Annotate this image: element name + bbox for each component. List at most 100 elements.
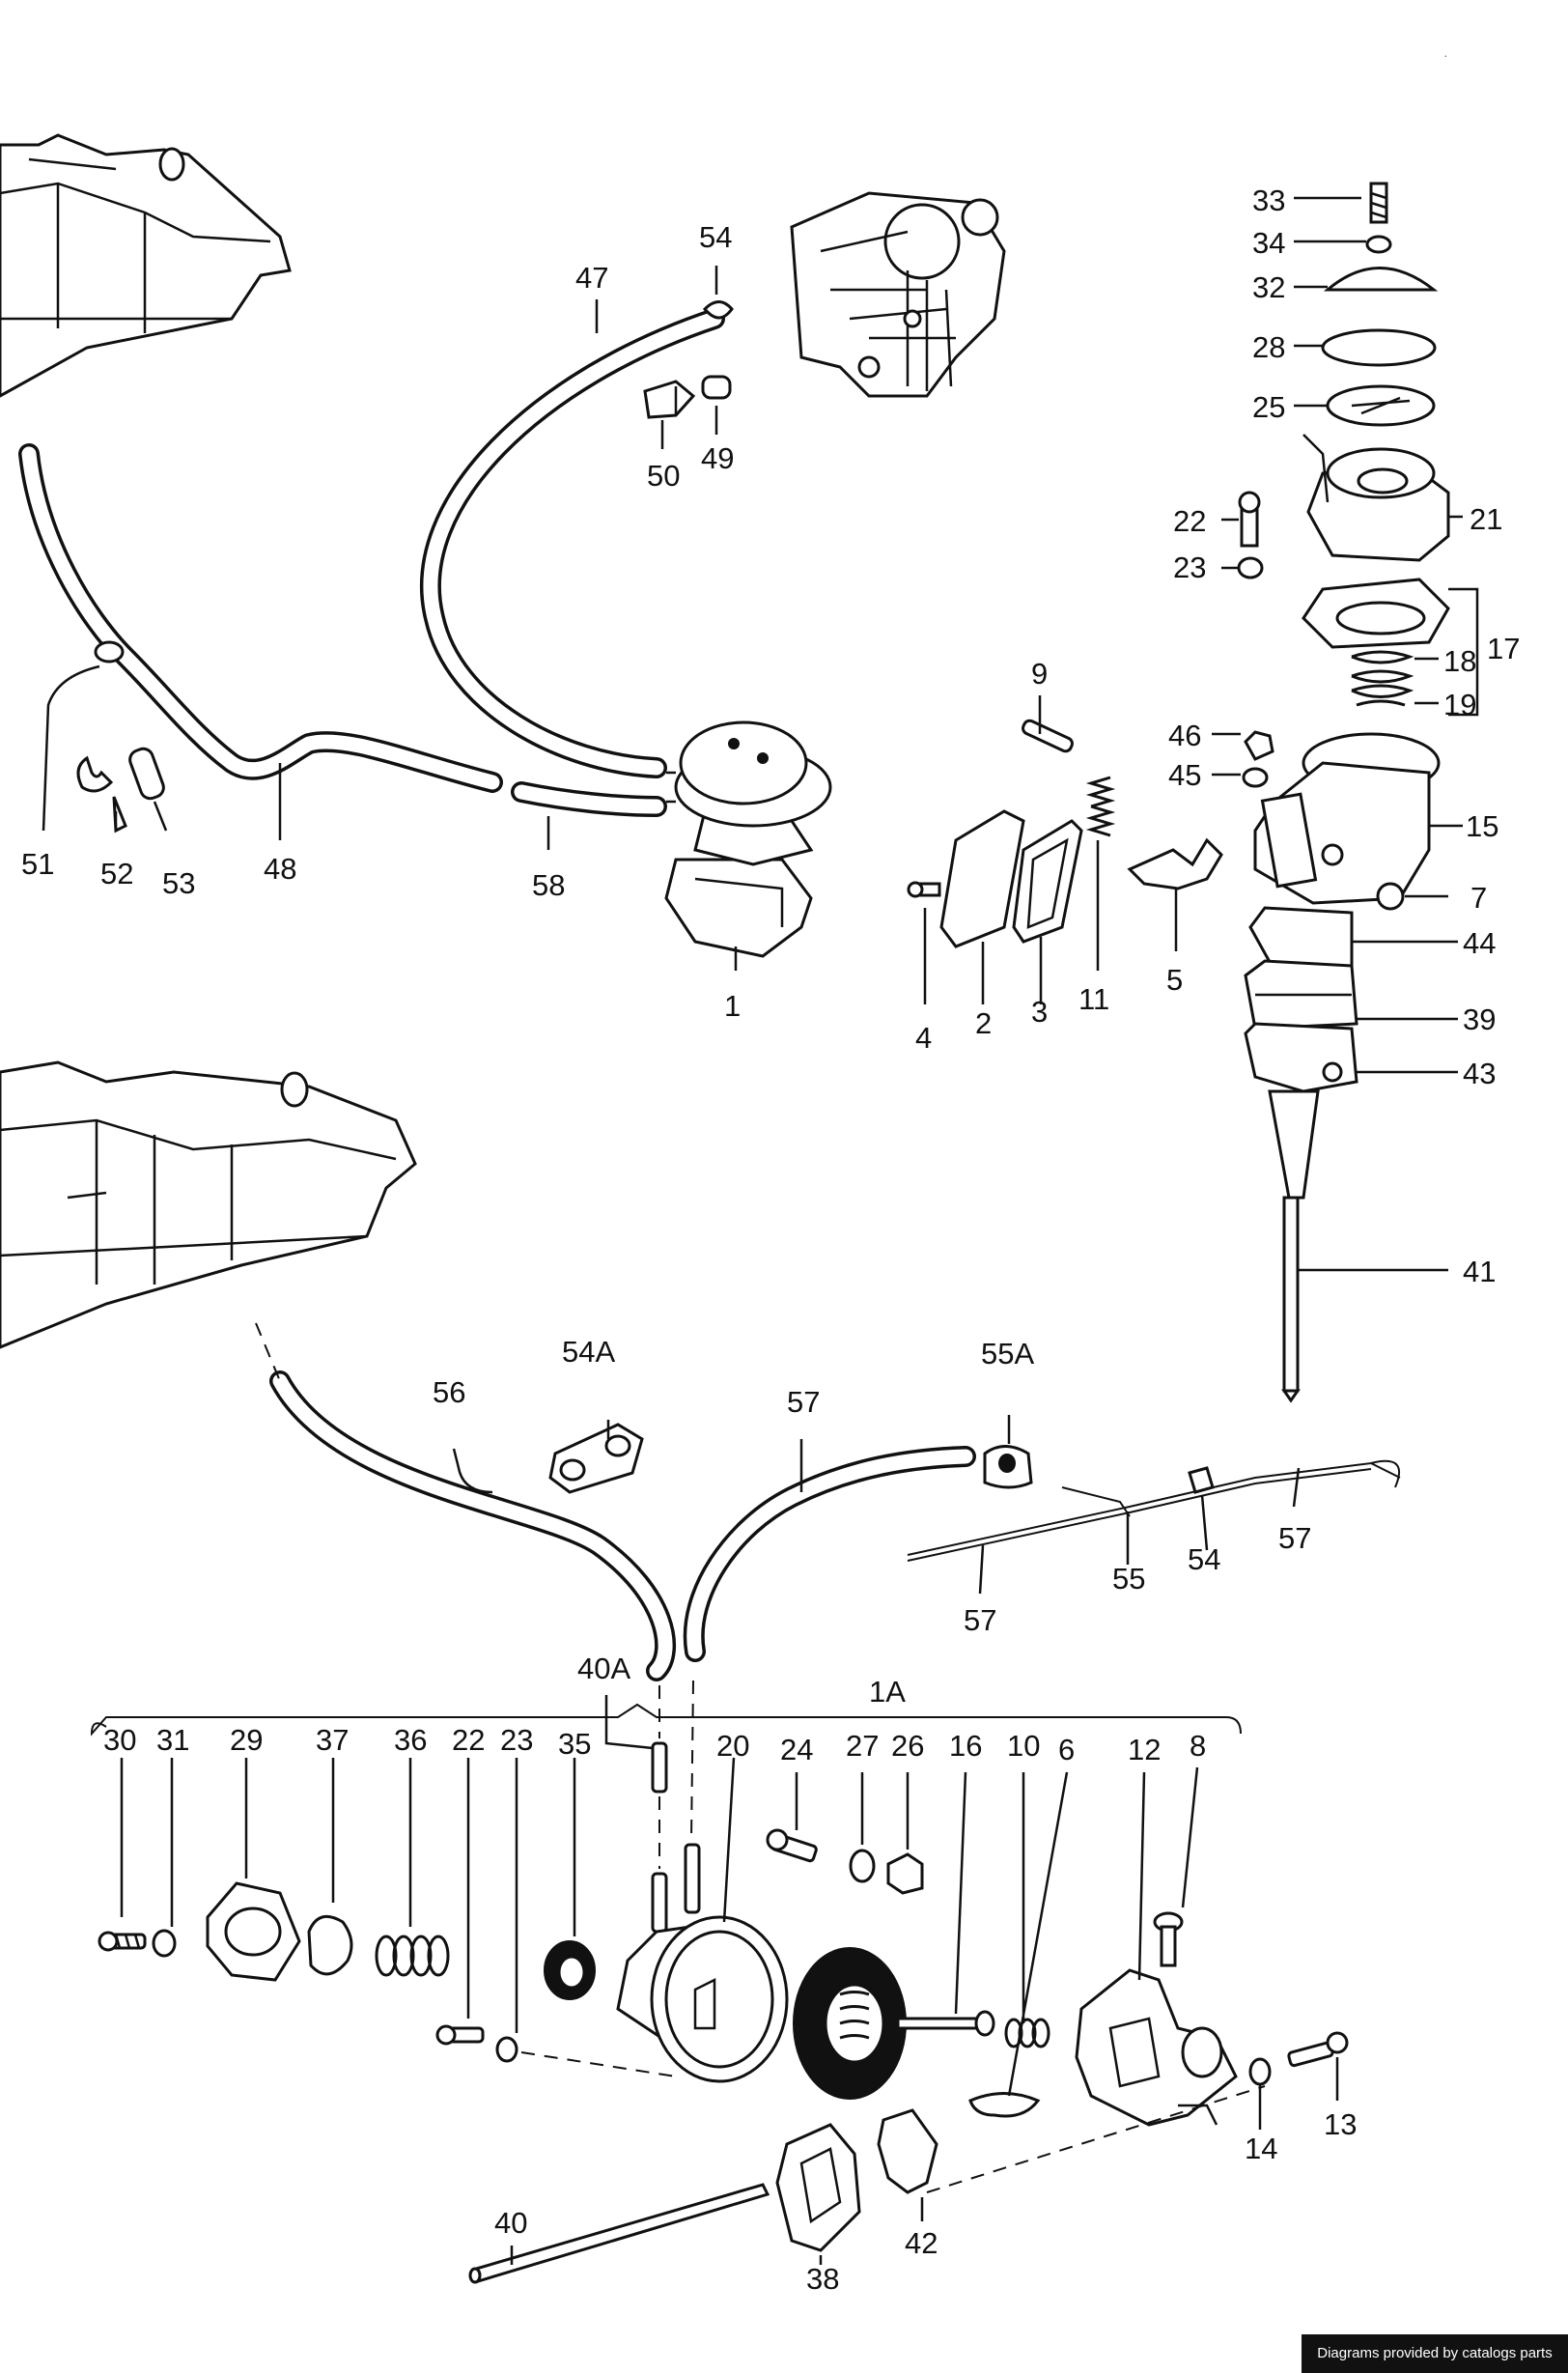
label-10: 10 (1007, 1729, 1040, 1763)
housing-21 (1302, 434, 1450, 562)
part-labels: 33 34 32 28 25 22 21 23 17 18 19 46 45 1… (21, 184, 1520, 2296)
lever-5 (1127, 837, 1223, 890)
label-56: 56 (433, 1375, 465, 1409)
label-55A: 55A (981, 1337, 1034, 1370)
label-40A: 40A (577, 1652, 630, 1685)
bolt-33 (1369, 182, 1388, 224)
spring-10 (1004, 2018, 1050, 2048)
cover-29 (206, 1881, 301, 1982)
gasket-17 (1302, 578, 1450, 649)
label-1: 1 (724, 989, 741, 1023)
diaphragm-16 (793, 1947, 995, 2100)
washer-31 (152, 1929, 177, 1958)
plug-26 (886, 1852, 924, 1895)
label-47: 47 (575, 261, 608, 295)
part-50 (643, 380, 696, 419)
bolt-4 (907, 881, 941, 898)
valve-35 (544, 1940, 596, 2000)
pin-9 (1022, 719, 1074, 753)
label-42: 42 (905, 2226, 938, 2260)
label-23-bottom: 23 (500, 1723, 533, 1757)
base-43 (1244, 1022, 1358, 1093)
label-45: 45 (1168, 758, 1201, 792)
housing-12 (1075, 1968, 1238, 2127)
label-33: 33 (1252, 184, 1285, 217)
fuel-tank-lower (0, 1060, 417, 1349)
nut-7 (1376, 882, 1405, 911)
label-38: 38 (806, 2262, 839, 2296)
label-44: 44 (1463, 926, 1496, 960)
label-14: 14 (1245, 2132, 1277, 2165)
label-41: 41 (1463, 1255, 1496, 1288)
label-19: 19 (1443, 688, 1476, 721)
washer-23 (1237, 556, 1264, 579)
label-16: 16 (949, 1729, 982, 1763)
label-36: 36 (394, 1723, 427, 1757)
label-9: 9 (1031, 657, 1048, 691)
label-54-bottom: 54 (1188, 1542, 1220, 1576)
gasket-3 (1012, 819, 1083, 944)
label-58: 58 (532, 868, 565, 902)
bracket-1A (90, 1703, 1242, 1737)
label-25: 25 (1252, 390, 1285, 424)
label-6: 6 (1058, 1733, 1075, 1766)
sleeve-53 (128, 747, 165, 801)
screw-22-lower (435, 2024, 485, 2046)
label-50: 50 (647, 459, 680, 493)
pump-body-20 (616, 1915, 789, 2083)
cover-32 (1323, 267, 1439, 292)
plate-2 (939, 809, 1025, 948)
rod-40 (468, 2183, 770, 2284)
washer-34 (1365, 235, 1392, 254)
fuel-tank-upper (0, 133, 292, 398)
washer-27 (849, 1849, 876, 1883)
washer-23-lower (495, 2036, 518, 2063)
fuel-pump-1 (664, 720, 832, 958)
label-23-top: 23 (1173, 551, 1206, 584)
label-53: 53 (162, 866, 195, 900)
carburetor (790, 191, 1006, 398)
nut-46 (1244, 730, 1274, 761)
label-13: 13 (1324, 2107, 1357, 2141)
clip-54 (1188, 1466, 1215, 1494)
label-39: 39 (1463, 1003, 1496, 1036)
screw-24 (766, 1828, 818, 1863)
gasket-38 (775, 2123, 861, 2252)
label-26: 26 (891, 1729, 924, 1763)
label-57-top: 57 (787, 1385, 820, 1419)
label-55: 55 (1112, 1562, 1145, 1596)
label-2: 2 (975, 1006, 992, 1040)
label-30: 30 (103, 1723, 136, 1757)
label-21: 21 (1470, 502, 1502, 536)
pump-body-15 (1253, 732, 1441, 905)
label-52: 52 (100, 857, 133, 890)
label-3: 3 (1031, 995, 1048, 1029)
label-57-left: 57 (964, 1603, 996, 1637)
label-12: 12 (1128, 1733, 1161, 1766)
leader-lines (42, 196, 1463, 2265)
label-35: 35 (558, 1727, 591, 1761)
screw-22 (1238, 491, 1261, 548)
label-32: 32 (1252, 270, 1285, 304)
label-22-top: 22 (1173, 504, 1206, 538)
shaft-41 (1268, 1089, 1320, 1403)
clip-52 (76, 755, 127, 833)
label-1A: 1A (869, 1675, 906, 1709)
label-43: 43 (1463, 1057, 1496, 1090)
bolt-13 (1287, 2031, 1349, 2068)
label-27: 27 (846, 1729, 879, 1763)
label-40: 40 (494, 2206, 527, 2240)
label-51: 51 (21, 847, 54, 881)
label-31: 31 (156, 1723, 189, 1757)
hose-clip-54 (702, 300, 734, 320)
bracket-54A (548, 1423, 644, 1494)
label-37: 37 (316, 1723, 349, 1757)
label-57-right: 57 (1278, 1521, 1311, 1555)
gasket-42 (877, 2108, 938, 2194)
credit-badge: Diagrams provided by catalogs parts (1302, 2334, 1568, 2373)
plate-39 (1244, 959, 1358, 1031)
part-49 (701, 375, 732, 400)
label-54-top: 54 (699, 220, 732, 254)
label-48: 48 (264, 852, 296, 886)
